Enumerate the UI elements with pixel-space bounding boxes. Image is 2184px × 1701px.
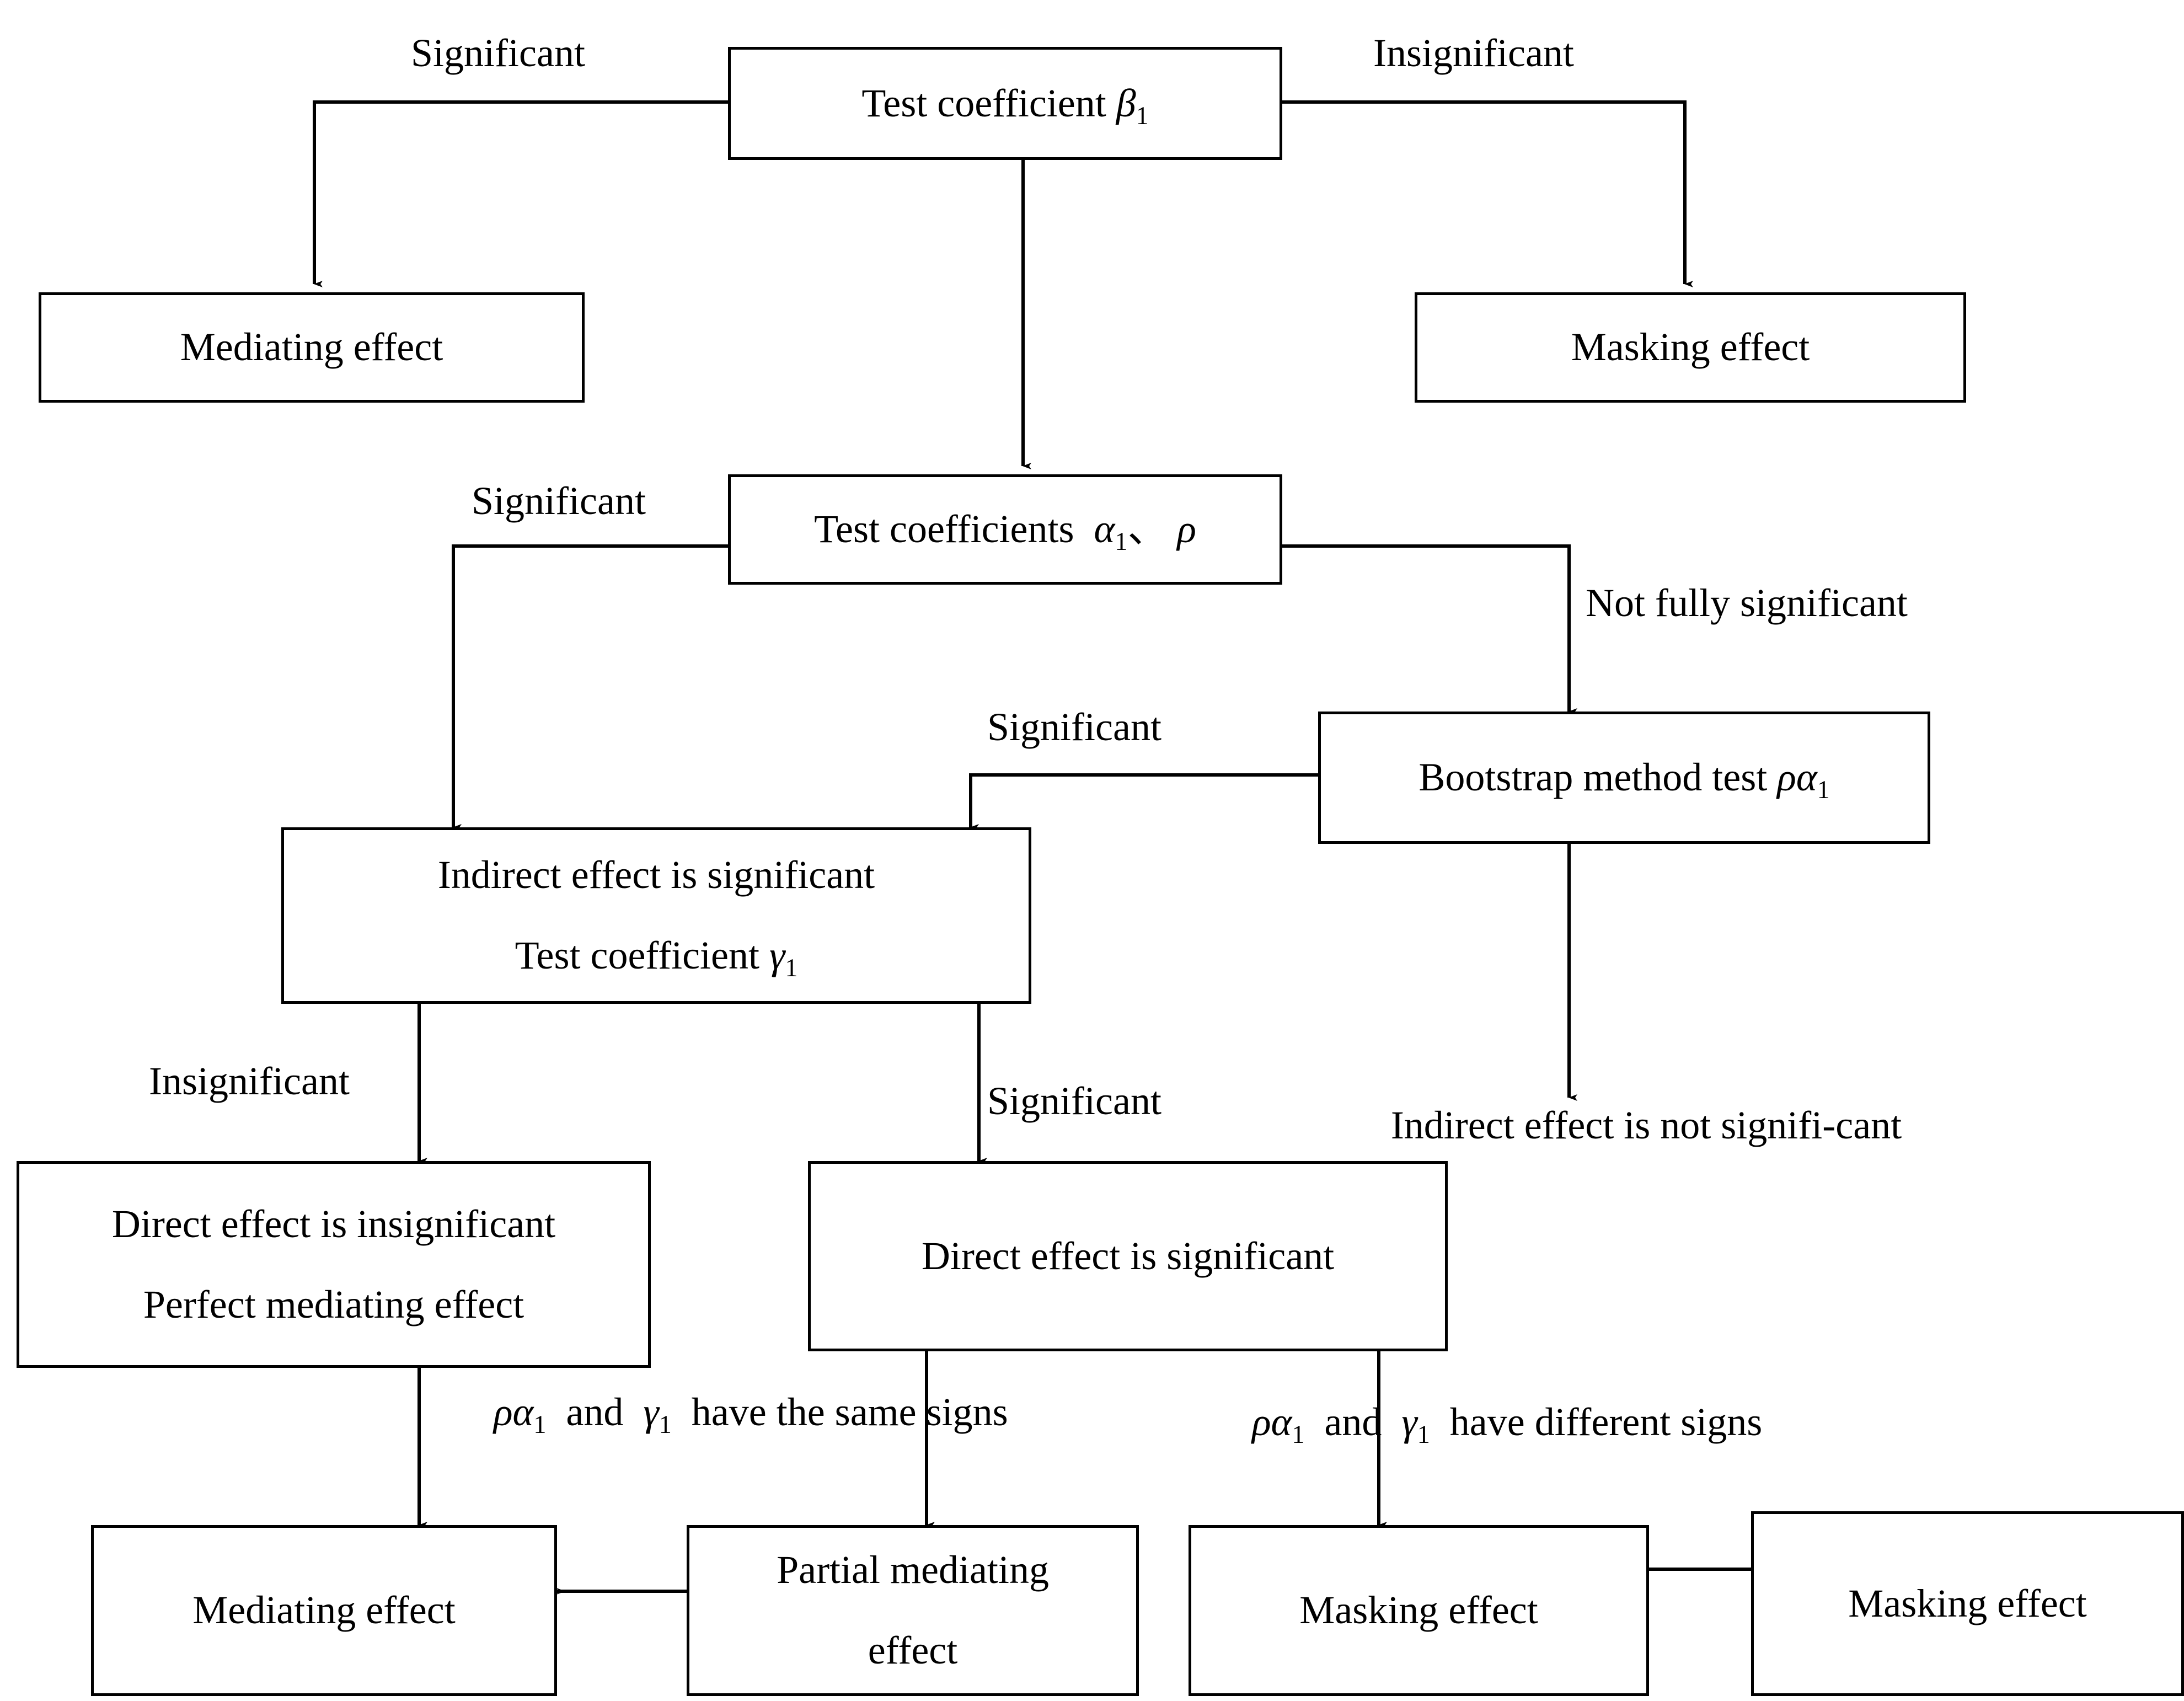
- node-label-line1: Direct effect is insignificant: [111, 1201, 556, 1246]
- node-test-coefficients-alpha-rho[interactable]: Test coefficients α1、 ρ: [728, 474, 1282, 585]
- edge-label-beta-significant: Significant: [411, 31, 585, 75]
- node-masking-effect-bottom-right[interactable]: Masking effect: [1751, 1511, 2184, 1696]
- edge-alpha-notfully: [1282, 544, 1577, 715]
- node-label: Test coefficients α1、 ρ: [814, 507, 1196, 556]
- edge-label-beta-insignificant: Insignificant: [1373, 31, 1574, 75]
- node-label: Masking effect: [1571, 325, 1810, 370]
- node-mediating-effect-bottom[interactable]: Mediating effect: [91, 1525, 557, 1696]
- edge-alpha-significant: [452, 544, 728, 831]
- edge-label-different-signs: ρα1 and γ1 have different signs: [1252, 1400, 1763, 1448]
- node-label: Bootstrap method test ρα1: [1418, 755, 1830, 804]
- node-label: Masking effect: [1299, 1588, 1538, 1633]
- edge-label-gamma-significant: Significant: [987, 1079, 1161, 1123]
- edge-label-alpha-not-fully-significant: Not fully significant: [1586, 581, 1908, 625]
- node-test-coefficient-beta1[interactable]: Test coefficient β1: [728, 47, 1282, 160]
- node-label-line1: Partial mediating: [777, 1548, 1049, 1592]
- edge-beta-insignificant: [1268, 100, 1693, 287]
- node-indirect-effect-significant[interactable]: Indirect effect is significant Test coef…: [281, 827, 1031, 1004]
- node-label: Mediating effect: [192, 1588, 456, 1633]
- edge-label-alpha-significant: Significant: [472, 479, 646, 523]
- node-label: Masking effect: [1848, 1581, 2087, 1625]
- node-label-line2: Perfect mediating effect: [143, 1282, 524, 1326]
- node-label: Mediating effect: [180, 325, 443, 370]
- node-label-line2: effect: [868, 1628, 958, 1672]
- edge-label-same-signs: ρα1 and γ1 have the same signs: [494, 1390, 1008, 1438]
- node-masking-effect-bottom-left[interactable]: Masking effect: [1189, 1525, 1649, 1696]
- edge-label-gamma-insignificant: Insignificant: [149, 1059, 350, 1103]
- node-label: Test coefficient β1: [861, 81, 1149, 130]
- node-direct-effect-insignificant[interactable]: Direct effect is insignificant Perfect m…: [17, 1161, 651, 1368]
- node-label: Direct effect is significant: [921, 1233, 1335, 1278]
- node-label-line2: Test coefficient γ1: [515, 933, 798, 982]
- edge-beta-significant: [313, 100, 728, 287]
- edge-bootstrap-significant: [969, 773, 1318, 831]
- node-mediating-effect-top[interactable]: Mediating effect: [39, 292, 585, 403]
- node-label-line1: Indirect effect is significant: [437, 853, 875, 897]
- edge-label-indirect-effect-not-significant: Indirect effect is not signifi-cant: [1390, 1103, 1902, 1147]
- node-direct-effect-significant[interactable]: Direct effect is significant: [808, 1161, 1448, 1351]
- node-partial-mediating-effect[interactable]: Partial mediating effect: [687, 1525, 1139, 1696]
- node-masking-effect-top[interactable]: Masking effect: [1415, 292, 1966, 403]
- node-bootstrap-method-test[interactable]: Bootstrap method test ρα1: [1318, 712, 1930, 844]
- edge-label-bootstrap-significant: Significant: [987, 705, 1161, 749]
